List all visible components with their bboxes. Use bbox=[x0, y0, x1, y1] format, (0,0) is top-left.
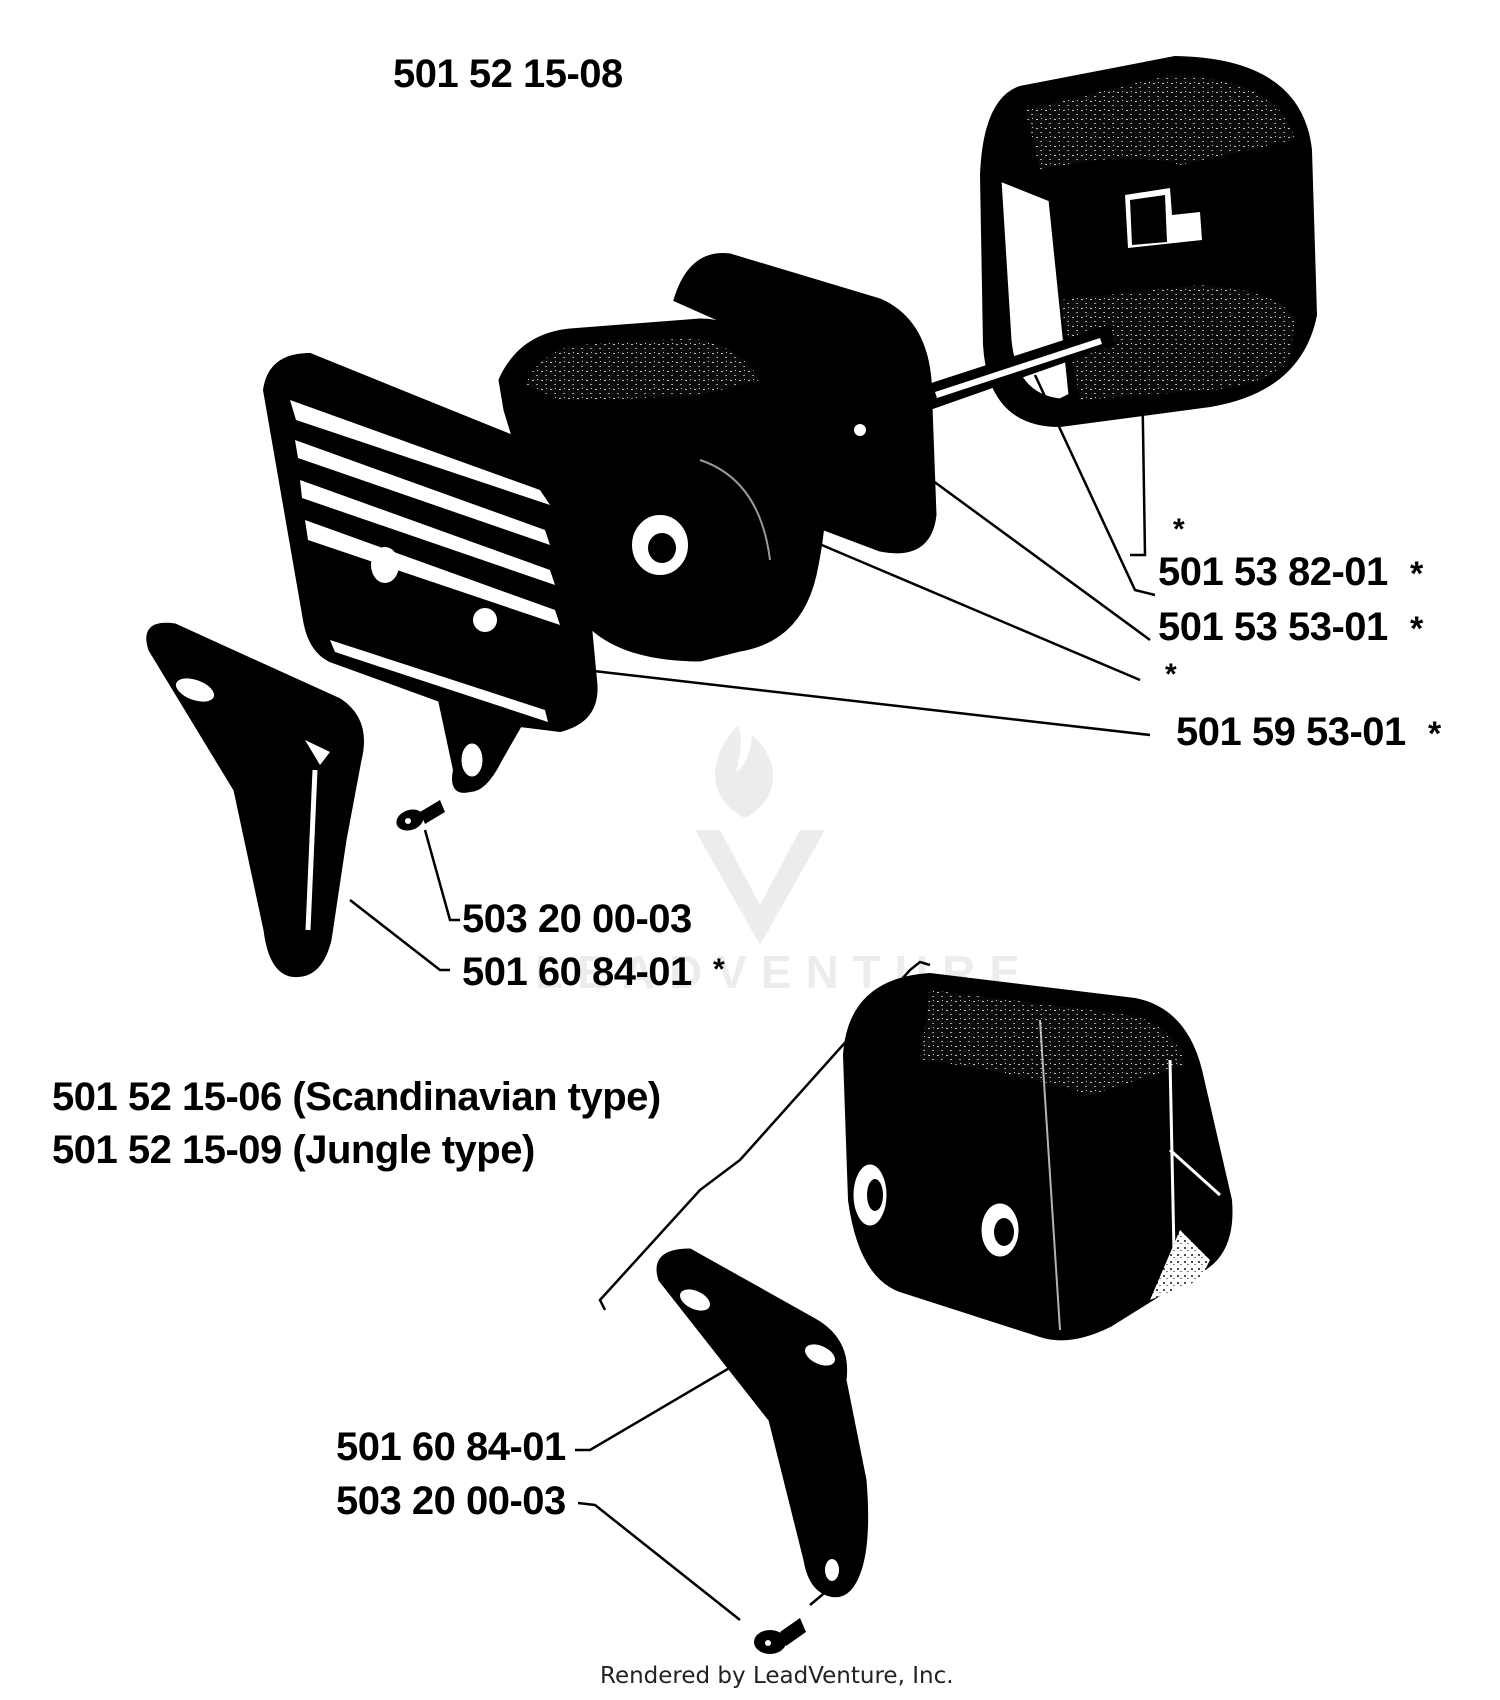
part-screen-mark: * bbox=[1428, 715, 1441, 753]
watermark-text: LEADVENTURE bbox=[535, 946, 1035, 998]
part-gasket-mark: * bbox=[1410, 610, 1423, 648]
part-top-cover-mark: * bbox=[1410, 555, 1423, 593]
part-screw-lower-label: 503 20 00-03 bbox=[336, 1479, 566, 1523]
top-cover-part bbox=[979, 55, 1318, 428]
assembly-main-label: 501 52 15-08 bbox=[393, 52, 623, 96]
bracket-lower-part bbox=[656, 1248, 869, 1598]
asterisk-upper: * bbox=[1173, 513, 1185, 546]
leader-lines-bottom bbox=[575, 960, 931, 1621]
rod-part bbox=[925, 325, 1115, 410]
part-bracket-upper-label: 501 60 84-01 bbox=[462, 950, 692, 994]
variant-scandinavian-label: 501 52 15-06 (Scandinavian type) bbox=[52, 1075, 661, 1119]
asterisk-lower: * bbox=[1165, 658, 1177, 691]
rendered-by-footer: Rendered by LeadVenture, Inc. bbox=[600, 1663, 954, 1689]
alt-filter-housing-part bbox=[842, 972, 1233, 1341]
variant-jungle-label: 501 52 15-09 (Jungle type) bbox=[52, 1128, 535, 1172]
part-gasket-label: 501 53 53-01 bbox=[1158, 605, 1388, 649]
screw-upper-part bbox=[396, 800, 445, 831]
part-top-cover-label: 501 53 82-01 bbox=[1158, 550, 1388, 594]
watermark-logo bbox=[695, 725, 825, 945]
part-screw-upper-label: 503 20 00-03 bbox=[462, 897, 692, 941]
part-bracket-upper-mark: * bbox=[713, 953, 725, 986]
screw-lower-part bbox=[754, 1618, 806, 1654]
part-bracket-lower-label: 501 60 84-01 bbox=[336, 1425, 566, 1469]
part-screen-label: 501 59 53-01 bbox=[1176, 710, 1406, 754]
air-screen-part bbox=[262, 352, 598, 793]
leader-lines-top bbox=[349, 364, 1156, 972]
bracket-upper-part bbox=[146, 622, 364, 978]
